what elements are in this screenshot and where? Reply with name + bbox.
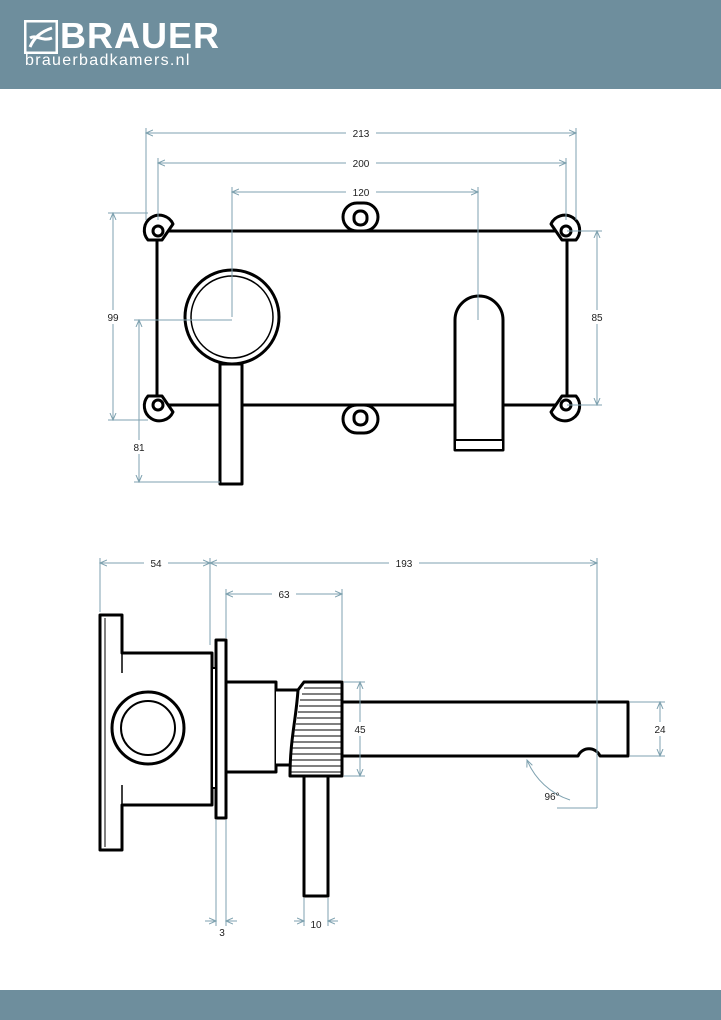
dim-overall-width: 213 <box>353 129 370 140</box>
dim-lever-length: 81 <box>133 443 145 454</box>
dim-plate-to-handle: 63 <box>278 590 290 601</box>
dim-projection: 193 <box>396 559 413 570</box>
brand-name: BRAUER <box>60 15 221 56</box>
dim-wall-depth: 54 <box>150 559 162 570</box>
dim-lever-diameter: 10 <box>310 920 322 931</box>
header-bar: BRAUER brauerbadkamers.nl <box>0 0 721 89</box>
side-outline <box>98 613 630 898</box>
footer-bar <box>0 990 721 1020</box>
dim-handle-to-spout: 120 <box>353 188 370 199</box>
side-view: 54 193 63 45 24 96° 3 10 <box>98 556 671 939</box>
dim-overall-height: 99 <box>107 313 119 324</box>
brauer-logo-icon <box>24 20 58 54</box>
dim-plate-thickness: 3 <box>219 928 225 939</box>
brand-website: brauerbadkamers.nl <box>25 52 191 69</box>
dim-mount-spacing: 200 <box>353 159 370 170</box>
dim-plate-height: 85 <box>591 313 603 324</box>
front-dimension-labels: 213 200 120 99 81 85 <box>102 126 608 454</box>
front-dimension-lines <box>108 128 602 482</box>
front-outline <box>142 201 582 486</box>
handle-knurling <box>291 687 342 773</box>
dim-spout-thickness: 24 <box>654 725 666 736</box>
dim-handle-diameter: 45 <box>354 725 366 736</box>
side-dimension-labels: 54 193 63 45 24 96° 3 10 <box>144 556 671 939</box>
dim-spout-angle: 96° <box>544 792 559 803</box>
front-view: 213 200 120 99 81 85 <box>102 126 608 486</box>
